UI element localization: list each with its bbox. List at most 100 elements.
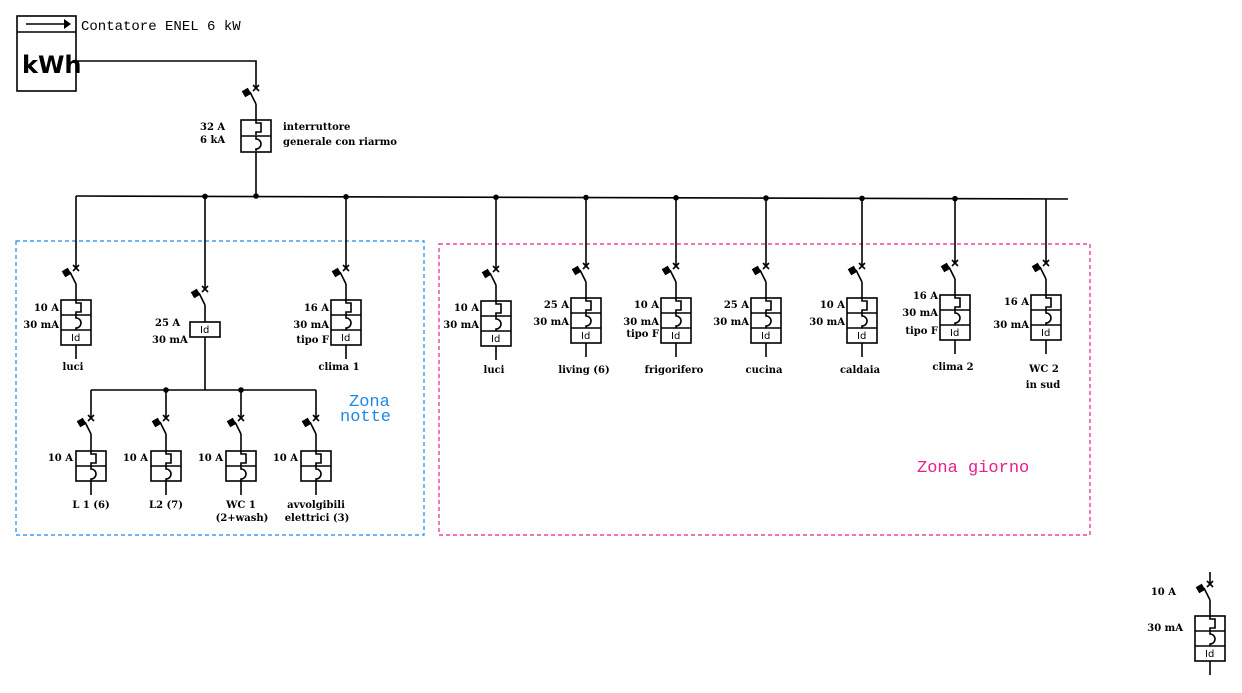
differential-id-icon: Id (1041, 328, 1050, 339)
differential-id-icon: Id (1205, 649, 1214, 660)
actuator-icon (847, 265, 858, 276)
circuit-name: L2 (7) (149, 500, 183, 511)
main-busbar (75, 195, 1069, 200)
breaker-rating: 10 A (273, 453, 298, 464)
mcb-rcbo: Id (1194, 572, 1226, 675)
breaker-body (60, 299, 92, 346)
breaker-sensitivity: 30 mA (293, 320, 329, 331)
thermal-trip-icon (675, 313, 682, 328)
actuator-icon (61, 267, 72, 278)
meter-title: Contatore ENEL 6 kW (81, 19, 241, 35)
magnetic-trip-icon (345, 300, 352, 315)
thermal-trip-icon (954, 310, 961, 325)
actuator-icon (331, 267, 342, 278)
magnetic-trip-icon (315, 451, 322, 466)
breaker-rating: 25 A (724, 300, 749, 311)
mcb-rcbo: Id (660, 197, 692, 357)
breaker-rating: 16 A (304, 303, 329, 314)
switch-contact-icon (301, 414, 320, 435)
thermal-trip-icon (765, 313, 772, 328)
mcb (225, 390, 257, 495)
breaker-rating: 10 A (123, 453, 148, 464)
switch-contact-icon (226, 414, 245, 435)
breaker-rating: 16 A (913, 291, 938, 302)
breaker-rating: 10 A (198, 453, 223, 464)
mcb (75, 390, 107, 495)
magnetic-trip-icon (1209, 616, 1216, 631)
meter-box (16, 15, 77, 92)
zona-giorno-label: Zona giorno (917, 459, 1029, 478)
circuit-name: clima 2 (932, 362, 973, 373)
breaker-rating: 16 A (1004, 297, 1029, 308)
thermal-trip-icon (345, 315, 352, 330)
breaker-rating: 10 A (1151, 587, 1176, 598)
zona-notte-sub-breaker: 10 A L 1 (6) (48, 390, 110, 511)
mcb (150, 390, 182, 495)
breaker-rating: 10 A (48, 453, 73, 464)
breaker-sensitivity: 30 mA (23, 320, 59, 331)
circuit-name-2: (2+wash) (216, 513, 269, 524)
breaker-body (1030, 294, 1062, 341)
magnetic-trip-icon (495, 301, 502, 316)
circuit-name: WC 1 (225, 500, 256, 511)
switch-contact-icon (661, 262, 680, 283)
switch-contact-icon (751, 262, 770, 283)
breaker-sensitivity: 30 mA (713, 317, 749, 328)
main-breaker-rating: 32 A (200, 122, 225, 133)
thermal-trip-icon (75, 315, 82, 330)
thermal-trip-icon (1209, 631, 1216, 646)
circuit-name-2: in sud (1026, 380, 1060, 391)
switch-contact-icon (481, 265, 500, 286)
mcb-rcbo: Id (939, 198, 971, 354)
actuator-icon (571, 265, 582, 276)
actuator-icon (301, 417, 312, 428)
mcb-rcbo: Id (750, 198, 782, 357)
circuit-name: frigorifero (645, 365, 704, 376)
magnetic-trip-icon (765, 298, 772, 313)
breaker-rating: 25 A (544, 300, 569, 311)
breaker-sensitivity: 30 mA (533, 317, 569, 328)
differential-id-icon: Id (671, 331, 680, 342)
zona-notte-label-1: Zona (349, 393, 390, 412)
mcb-rcbo: Id (570, 197, 602, 357)
breaker-rating: 10 A (634, 300, 659, 311)
magnetic-trip-icon (90, 451, 97, 466)
main-breaker-description-2: generale con riarmo (283, 137, 397, 148)
actuator-icon (226, 417, 237, 428)
circuit-name: cucina (746, 365, 784, 376)
breaker-sensitivity: 30 mA (809, 317, 845, 328)
actuator-icon (481, 268, 492, 279)
zona-giorno-border (438, 243, 1091, 536)
zona-notte-border (15, 240, 425, 536)
circuit-name: clima 1 (318, 362, 359, 373)
main-breaker-capacity: 6 kA (200, 135, 225, 146)
circuit-name: L 1 (6) (72, 500, 109, 511)
breaker-sensitivity: 30 mA (902, 308, 938, 319)
breaker-rating: 10 A (34, 303, 59, 314)
magnetic-trip-icon (861, 298, 868, 313)
switch-contact-icon (331, 264, 350, 285)
thermal-trip-icon (861, 313, 868, 328)
magnetic-trip-icon (585, 298, 592, 313)
breaker-type: tipo F (296, 335, 329, 346)
zona-notte-label-2: notte (340, 408, 391, 427)
actuator-icon (241, 87, 252, 98)
switch-contact-icon (847, 262, 866, 283)
thermal-trip-icon (255, 136, 262, 151)
breaker-rating: 10 A (454, 303, 479, 314)
thermal-trip-icon (240, 466, 247, 481)
arrow-right-icon (26, 19, 71, 29)
differential-id-icon: Id (761, 331, 770, 342)
magnetic-trip-icon (240, 451, 247, 466)
breaker-sensitivity: 30 mA (623, 317, 659, 328)
differential-id-icon: Id (341, 333, 350, 344)
